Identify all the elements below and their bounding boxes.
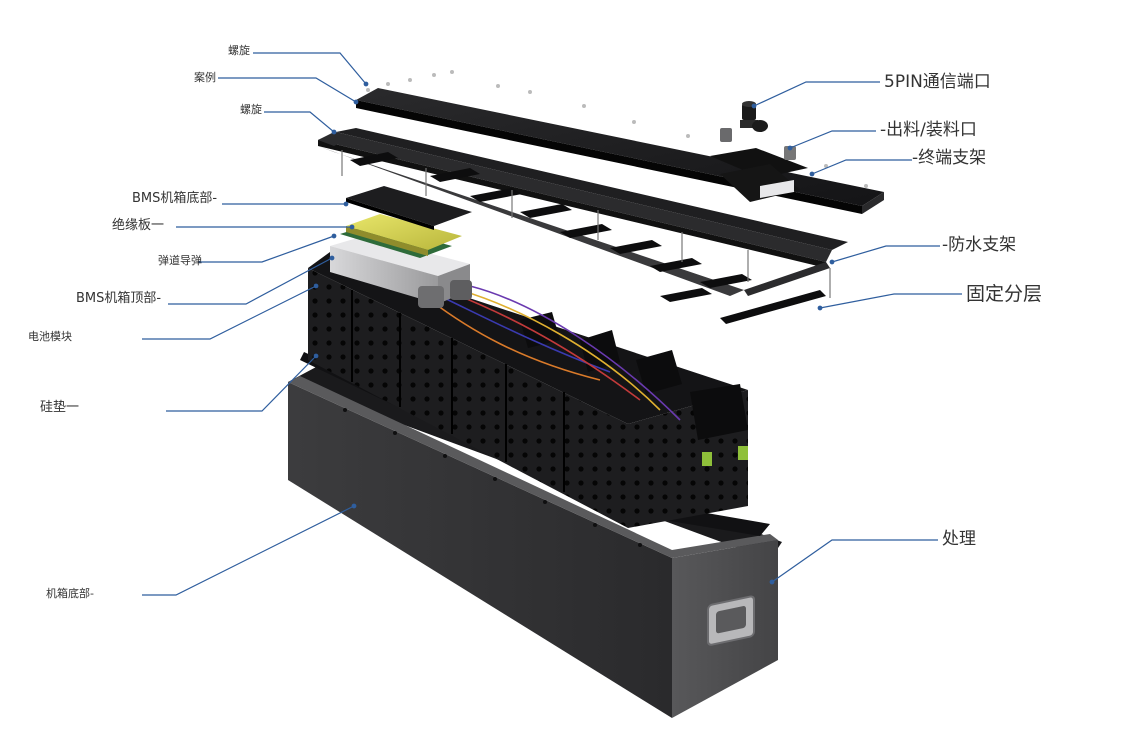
label-case: 案例 [194,71,216,84]
leader-screw-mid [264,111,335,133]
label-fixed-layer: 固定分层 [966,283,1043,305]
label-spring: 弹道导弹 [158,254,202,267]
leader-case-dot [353,99,359,105]
leader-bms-bottom-dot [343,201,349,207]
port-icon [740,101,758,128]
label-screw-top: 螺旋 [228,44,250,57]
leader-outlet [789,130,876,149]
silicone-pad [300,352,770,536]
leader-spring [198,235,335,263]
label-insulation: 绝缘板一 [112,218,165,233]
leader-fixed-layer-dot [817,305,823,311]
leader-waterproof-bracket [831,245,940,263]
leader-chassis-bottom [142,505,355,596]
waterproof-bracket [318,128,848,296]
label-screw-mid: 螺旋 [240,103,262,116]
terminal-bracket [710,148,808,202]
label-chassis-bottom: 机箱底部- [46,587,94,600]
bms-box-bottom [346,186,472,230]
leader-battery-module-dot [313,283,319,289]
label-outlet: -出料/装料口 [880,120,977,140]
leader-bms-top-dot [329,255,335,261]
label-port: 5PIN通信端口 [884,72,991,92]
leader-waterproof-bracket-dot [829,259,835,265]
fixed-layer-strips [350,152,826,324]
leader-terminal-bracket-dot [809,171,815,177]
leader-spring-dot [331,233,337,239]
label-waterproof-bracket: -防水支架 [942,235,1017,255]
leader-handle [771,539,938,583]
label-terminal-bracket: -终端支架 [912,148,987,168]
outlet-icon [720,120,796,160]
label-bms-top: BMS机箱顶部- [76,291,162,306]
leader-lines [142,52,962,596]
label-bms-bottom: BMS机箱底部- [132,191,218,206]
leader-port-dot [751,103,757,109]
leader-screw-mid-dot [331,129,337,135]
leader-chassis-bottom-dot [351,503,357,509]
leader-screw-top [253,52,367,85]
label-silicone-pad: 硅垫一 [40,400,80,415]
leader-silicone-pad-dot [313,353,319,359]
leader-insulation-dot [349,224,355,230]
leader-terminal-bracket [811,159,912,175]
leader-case [218,77,357,103]
leader-outlet-dot [787,145,793,151]
leader-silicone-pad [166,355,317,412]
label-battery-module: 电池模块 [28,330,72,343]
leader-handle-dot [769,579,775,585]
bms-box-top [330,236,472,308]
insulation-board [346,214,462,256]
leader-screw-top-dot [363,81,369,87]
leader-battery-module [142,285,317,340]
bolts [341,150,831,298]
label-handle: 处理 [942,529,976,549]
leader-fixed-layer [819,293,962,309]
leader-port [753,81,880,107]
handle-icon [707,595,755,646]
leader-bms-top [168,257,333,305]
